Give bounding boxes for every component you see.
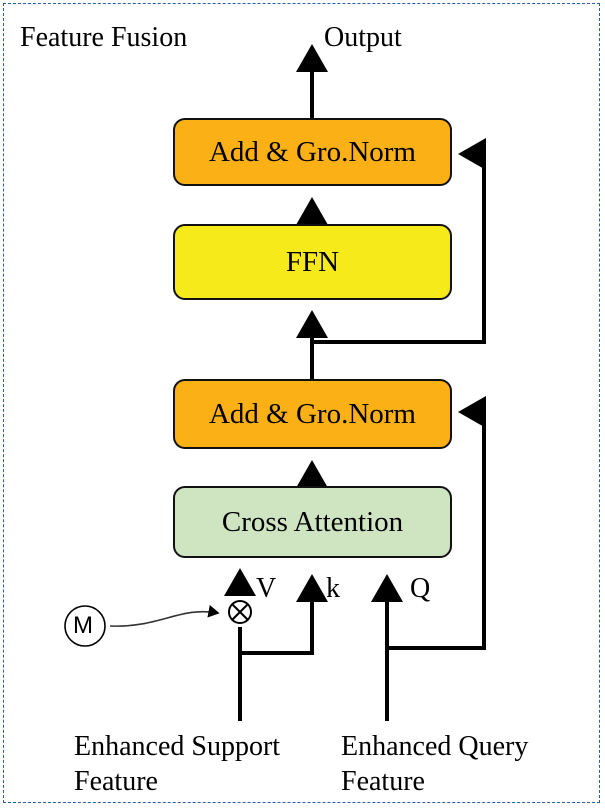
residual-ffn xyxy=(312,138,486,344)
output-label: Output xyxy=(324,22,402,53)
arrow-k xyxy=(240,574,328,655)
v-label: V xyxy=(256,573,277,604)
support-feature-label-line2: Feature xyxy=(74,766,158,797)
residual-query xyxy=(387,396,486,650)
q-label: Q xyxy=(410,573,431,604)
k-label: k xyxy=(326,573,340,604)
mask-circle xyxy=(64,605,106,647)
add-norm-top-block: Add & Gro.Norm xyxy=(173,118,452,186)
ffn-block: FFN xyxy=(173,224,452,300)
mask-connector xyxy=(109,604,220,627)
query-feature-label-line2: Feature xyxy=(341,766,425,797)
support-feature-label-line1: Enhanced Support xyxy=(74,731,281,762)
mask-label: M xyxy=(73,612,93,639)
query-feature-label-line1: Enhanced Query xyxy=(341,731,529,762)
cross-attention-block: Cross Attention xyxy=(173,486,452,558)
add-norm-bottom-block: Add & Gro.Norm xyxy=(173,379,452,449)
diagram-title: Feature Fusion xyxy=(20,22,188,53)
diagram-frame xyxy=(3,3,600,803)
